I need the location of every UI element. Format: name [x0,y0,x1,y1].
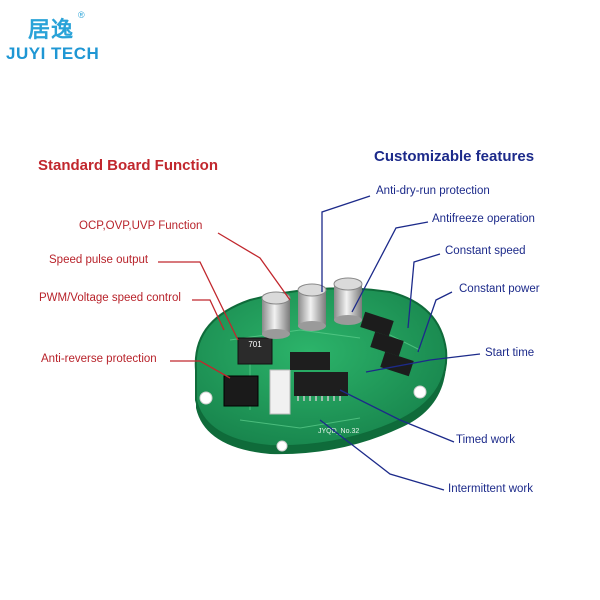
custom-callout-lines [319,195,481,491]
logo-chinese-text: 居逸 [28,18,75,43]
logo-english-text: JUYI TECH [6,44,100,63]
capacitors [261,277,363,339]
intermittent-work-label: Intermittent work [448,483,533,495]
constant-power-label: Constant power [459,283,540,295]
anti-dry-run-protection-label: Anti-dry-run protection [376,185,490,197]
speed-pulse-output-label: Speed pulse output [49,254,149,266]
inductor-marking: 701 [248,340,262,349]
mosfet-chips [360,311,414,377]
driver-ic-chip [294,372,348,401]
antifreeze-operation-label: Antifreeze operation [432,213,535,225]
resistor-array [269,369,291,415]
standard-functions-heading: Standard Board Function [38,157,218,174]
standard-callout-lines [158,232,291,379]
ocp-ovp-uvp-label: OCP,OVP,UVP Function [79,220,203,232]
pwm-voltage-speed-control-label: PWM/Voltage speed control [39,292,181,304]
constant-speed-label: Constant speed [445,245,526,257]
customizable-features-heading: Customizable features [374,148,535,165]
timed-work-label: Timed work [456,434,515,446]
controller-ic-chip [290,352,330,370]
start-time-label: Start time [485,347,535,359]
board-silkscreen-label: JYQD_No.32 [318,428,359,435]
inductor-component: 701 [237,337,273,365]
registered-trademark-mark: ® [78,10,85,20]
juyi-tech-logo: 居逸 ® JUYI TECH [6,10,106,72]
connector-component [223,375,259,407]
anti-reverse-protection-label: Anti-reverse protection [41,353,157,365]
